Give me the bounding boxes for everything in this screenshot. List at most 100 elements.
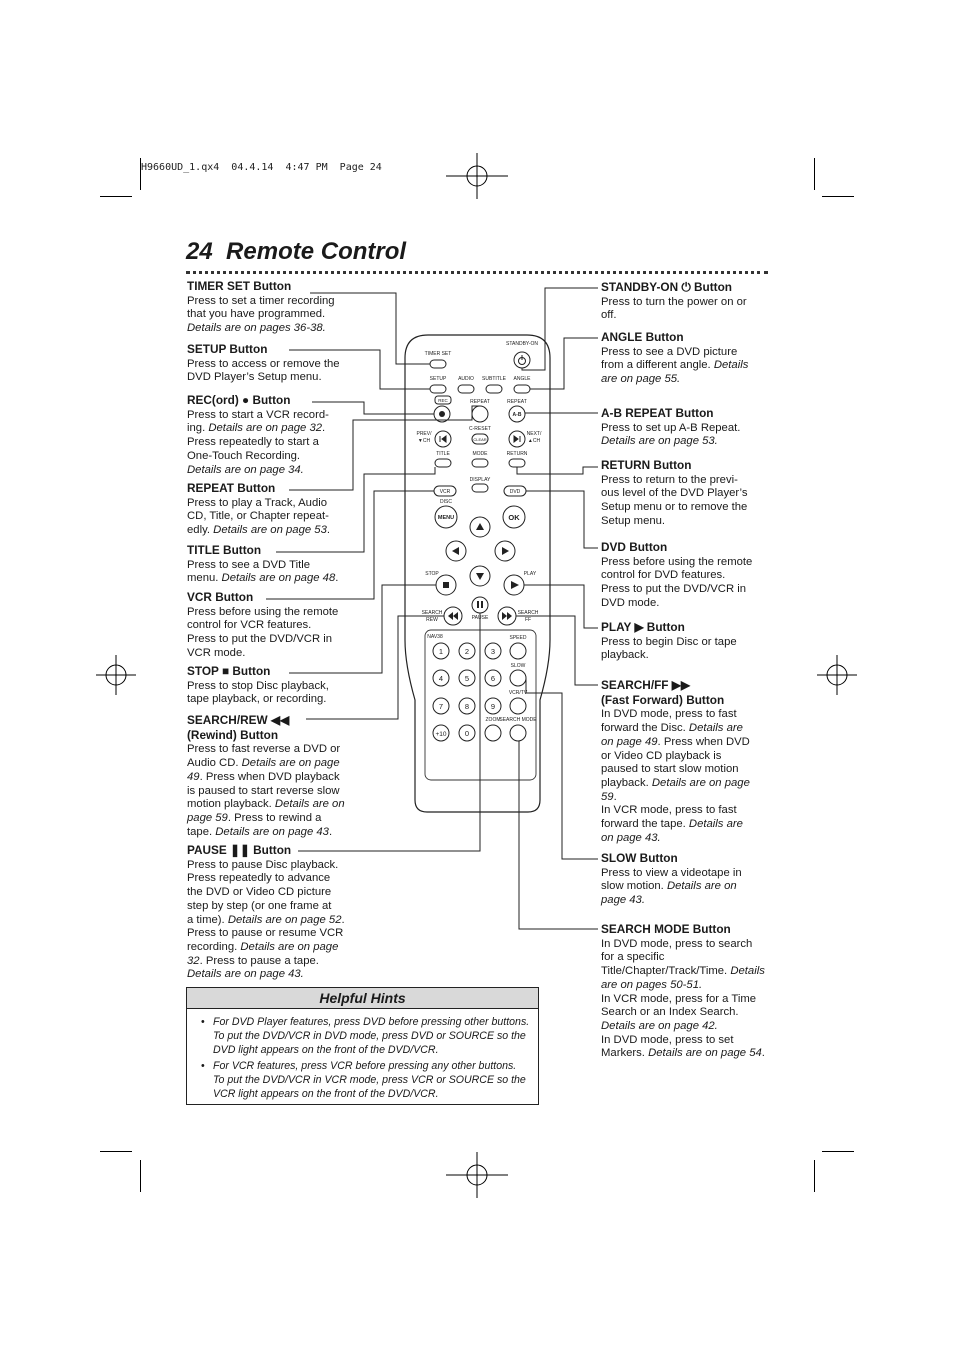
title-button[interactable] xyxy=(434,458,452,468)
prev-icon xyxy=(439,435,447,443)
audio-button[interactable] xyxy=(457,384,475,394)
search-mode-button[interactable] xyxy=(509,724,527,742)
entry-timer-set: TIMER SET Button Press to set a timer re… xyxy=(187,279,335,335)
leader-search-rew xyxy=(306,615,444,720)
key-0-label: 0 xyxy=(465,729,469,738)
key-0[interactable] xyxy=(458,724,476,742)
page-title-text: Remote Control xyxy=(226,238,407,265)
key-3-label: 3 xyxy=(491,647,495,656)
helpful-hints-list: For DVD Player features, press DVD befor… xyxy=(201,1015,530,1101)
ab-label: A-B xyxy=(513,412,522,418)
helpful-hints-title: Helpful Hints xyxy=(187,988,538,1009)
label-search-ff: SEARCH xyxy=(518,610,539,616)
key-7[interactable] xyxy=(432,697,450,715)
rewind-icon xyxy=(448,612,458,620)
label-repeat: REPEAT xyxy=(470,399,490,405)
label-title: TITLE xyxy=(436,451,450,457)
leader-slow xyxy=(525,678,598,860)
key-8[interactable] xyxy=(458,697,476,715)
label-nav: NAV38 xyxy=(427,634,443,640)
label-play: PLAY xyxy=(524,571,537,577)
hint-item: For DVD Player features, press DVD befor… xyxy=(201,1015,530,1058)
key-5[interactable] xyxy=(458,669,476,687)
key-9-label: 9 xyxy=(491,702,495,711)
clear-label: CLEAR xyxy=(473,437,486,442)
page-title: 24 Remote Control xyxy=(186,238,406,266)
key-1-label: 1 xyxy=(439,647,443,656)
slow-button[interactable] xyxy=(509,669,527,687)
menu-label: MENU xyxy=(438,515,454,521)
timer-set-button[interactable] xyxy=(429,359,447,369)
key-1[interactable] xyxy=(432,642,450,660)
up-arrow-icon xyxy=(476,523,484,530)
entry-stop: STOP ■ Button Press to stop Disc playbac… xyxy=(187,664,329,706)
page-number: 24 xyxy=(186,238,213,265)
ok-button[interactable] xyxy=(502,505,526,529)
key-5-label: 5 xyxy=(465,674,469,683)
key-2-label: 2 xyxy=(465,647,469,656)
return-button[interactable] xyxy=(508,458,526,468)
fast-forward-icon xyxy=(502,612,512,620)
menu-button[interactable] xyxy=(434,505,458,529)
entry-dvd: DVD Button Press before using the remote… xyxy=(601,540,753,609)
leader-play xyxy=(524,584,598,629)
entry-slow: SLOW Button Press to view a videotape in… xyxy=(601,851,742,907)
entry-pause: PAUSE ❚❚ Button Press to pause Disc play… xyxy=(187,843,345,981)
leader-stop xyxy=(289,584,436,674)
label-prev-ch: ▼CH xyxy=(418,438,431,444)
label-timer-set: TIMER SET xyxy=(425,351,452,357)
down-arrow-icon xyxy=(476,573,484,580)
mode-button[interactable] xyxy=(471,458,489,468)
record-dot-icon xyxy=(439,411,445,417)
speed-button[interactable] xyxy=(509,642,527,660)
label-speed: SPEED xyxy=(510,635,527,641)
setup-button[interactable] xyxy=(429,384,447,394)
key-plus10[interactable] xyxy=(432,724,450,742)
key-7-label: 7 xyxy=(439,702,443,711)
key-3[interactable] xyxy=(484,642,502,660)
label-prev: PREV/ xyxy=(416,431,432,437)
entry-vcr: VCR Button Press before using the remote… xyxy=(187,590,339,659)
display-button[interactable] xyxy=(471,483,489,493)
key-9[interactable] xyxy=(484,697,502,715)
rec-label-box xyxy=(434,395,452,405)
label-disc: DISC xyxy=(440,499,452,505)
entry-search-ff: SEARCH/FF ▶▶ (Fast Forward) Button In DV… xyxy=(601,678,750,844)
vcrtv-button[interactable] xyxy=(509,697,527,715)
pause-button[interactable] xyxy=(471,596,489,614)
label-zoom: ZOOM xyxy=(486,717,501,723)
dotted-rule xyxy=(186,271,768,274)
subtitle-button[interactable] xyxy=(485,384,503,394)
key-2[interactable] xyxy=(458,642,476,660)
entry-play: PLAY ▶ Button Press to begin Disc or tap… xyxy=(601,620,737,662)
leader-title xyxy=(276,467,436,553)
leader-setup xyxy=(289,349,430,390)
clear-button[interactable] xyxy=(471,433,489,445)
zoom-button[interactable] xyxy=(484,724,502,742)
key-4[interactable] xyxy=(432,669,450,687)
leader-standby xyxy=(521,287,598,371)
rec-label: REC xyxy=(438,398,448,403)
label-angle: ANGLE xyxy=(514,376,532,382)
key-plus10-label: +10 xyxy=(435,731,446,738)
entry-repeat: REPEAT Button Press to play a Track, Aud… xyxy=(187,481,330,537)
label-rew: REW xyxy=(426,617,438,623)
ab-repeat-button[interactable] xyxy=(508,405,526,423)
leader-record xyxy=(312,401,434,415)
leader-pause xyxy=(298,613,481,852)
key-8-label: 8 xyxy=(465,702,469,711)
printer-slug: H9660UD_1.qx4 04.4.14 4:47 PM Page 24 xyxy=(141,162,382,173)
repeat-button[interactable] xyxy=(471,405,489,423)
play-icon xyxy=(511,581,519,589)
label-mode: MODE xyxy=(473,451,489,457)
helpful-hints-box: Helpful Hints For DVD Player features, p… xyxy=(186,987,539,1105)
entry-record: REC(ord) ● Button Press to start a VCR r… xyxy=(187,393,329,476)
key-6[interactable] xyxy=(484,669,502,687)
label-repeat-ab: REPEAT xyxy=(507,399,527,405)
angle-button[interactable] xyxy=(513,384,531,394)
label-return: RETURN xyxy=(507,451,528,457)
leader-search-ff xyxy=(516,615,598,686)
leader-vcr xyxy=(266,490,434,600)
ok-label: OK xyxy=(508,513,520,522)
